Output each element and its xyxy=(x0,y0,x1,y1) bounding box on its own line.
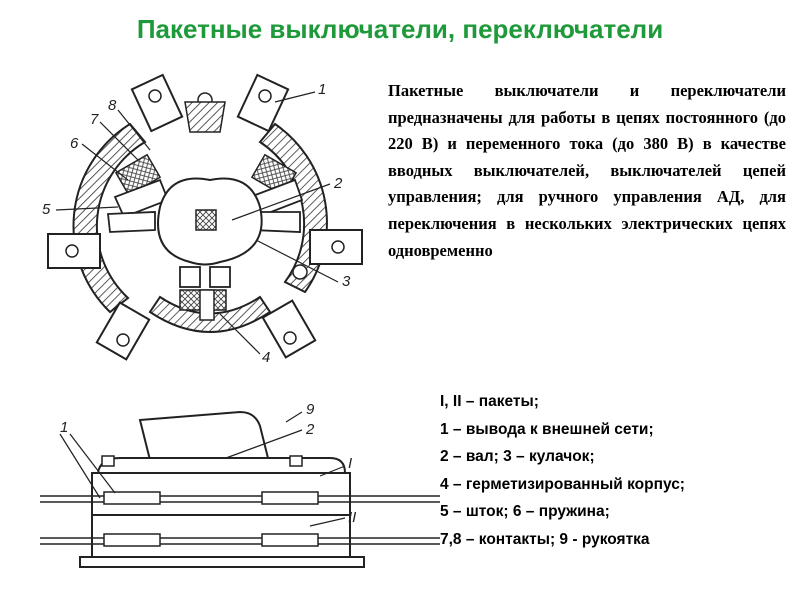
legend-item: 4 – герметизированный корпус; xyxy=(440,475,685,493)
legend-list: I, II – пакеты; 1 – вывода к внешней сет… xyxy=(440,388,790,553)
switch-side-view-diagram: 9 2 1 I II xyxy=(40,401,440,568)
label-2: 2 xyxy=(333,175,343,192)
label-8: 8 xyxy=(108,97,117,114)
label-packet-I: I xyxy=(348,455,352,472)
label-3: 3 xyxy=(342,273,351,290)
legend-item: 2 – вал; 3 – кулачок; xyxy=(440,448,595,465)
label-4: 4 xyxy=(262,349,270,362)
label-6: 6 xyxy=(70,135,79,152)
legend-item: I, II – пакеты; xyxy=(440,393,539,410)
legend-item: 5 – шток; 6 – пружина; xyxy=(440,503,610,520)
label-2-side: 2 xyxy=(305,421,315,438)
legend-item: 7,8 – контакты; 9 - рукоятка xyxy=(440,530,650,548)
label-5: 5 xyxy=(42,201,51,218)
label-7: 7 xyxy=(90,111,99,128)
label-1: 1 xyxy=(318,81,326,98)
switch-cross-section-diagram: 1 8 7 6 5 2 3 4 xyxy=(42,73,363,362)
page-title: Пакетные выключатели, переключатели xyxy=(136,14,664,44)
description-paragraph: Пакетные выключатели и переключатели пре… xyxy=(388,81,786,260)
label-9: 9 xyxy=(306,401,315,418)
label-1-side: 1 xyxy=(60,419,68,436)
label-packet-II: II xyxy=(348,509,356,526)
legend-item: 1 – вывода к внешней сети; xyxy=(440,420,654,438)
